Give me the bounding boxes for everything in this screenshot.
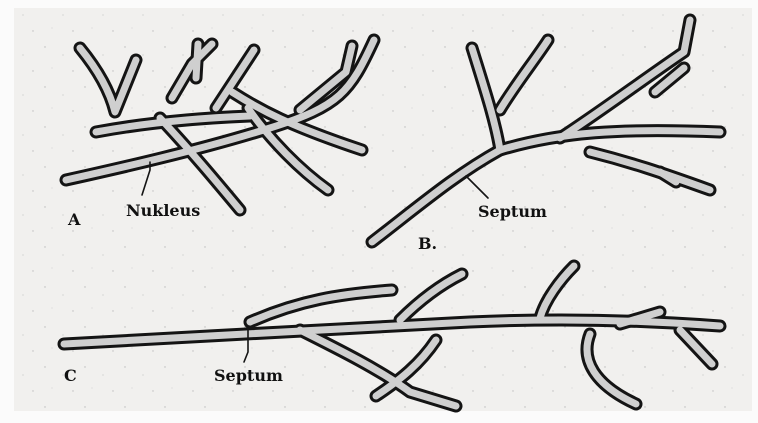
septum-label-b: Septum [478,204,547,220]
septum-label-c: Septum [214,368,283,384]
nukleus-label: Nukleus [126,203,200,219]
panel-label-a: A [68,212,80,228]
paper-texture [14,8,752,411]
panel-label-c: C [64,368,77,384]
panel-label-b: B. [418,236,437,252]
